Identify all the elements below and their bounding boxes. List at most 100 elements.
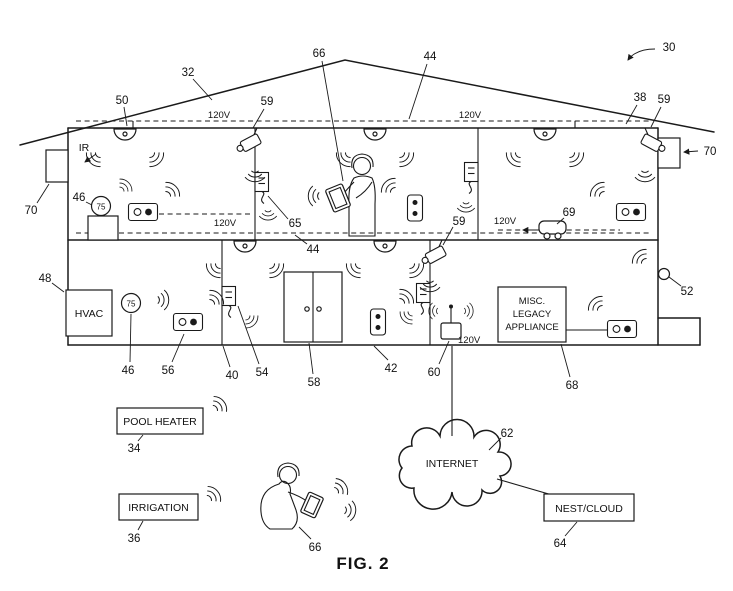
leader-44-upper (408, 63, 428, 120)
person-head (352, 156, 372, 176)
wifi-waves-icon (377, 174, 401, 198)
cloud-icon (398, 418, 512, 510)
ref-label-42: 42 (385, 363, 398, 375)
leader-42 (373, 345, 389, 361)
tablet-icon (325, 183, 351, 213)
wifi-waves-icon (628, 245, 652, 269)
hvac-unit: HVAC (65, 289, 113, 337)
leader-34 (137, 434, 144, 442)
thermostat-dial-icon (120, 292, 142, 314)
ref-label-30: 30 (663, 42, 676, 54)
ref-label-62: 62 (501, 428, 514, 440)
ref-label-64: 64 (554, 538, 567, 550)
ref-label-69: 69 (563, 207, 576, 219)
wifi-waves-icon (456, 202, 476, 213)
wifi-waves-icon (502, 147, 526, 171)
reference-numerals: 30 32 66 44 50 59 38 59 70 70 46 48 52 4… (25, 42, 717, 554)
leader-65 (267, 195, 289, 220)
leader-54 (237, 305, 260, 365)
wifi-waves-icon (394, 147, 418, 171)
ceiling-sensor-icon (373, 240, 397, 253)
voltage-label-room-right: 120V (494, 216, 517, 227)
leader-69 (556, 217, 565, 225)
wifi-waves-icon (396, 307, 417, 328)
ceiling-sensor-icon (363, 128, 387, 141)
wifi-waves-icon (634, 170, 656, 183)
hvac-box (65, 289, 113, 337)
voltage-label-room-left: 120V (214, 218, 237, 229)
ref-label-36: 36 (128, 533, 141, 545)
right-step (657, 317, 701, 346)
thermostat-lower: 75 (120, 292, 142, 314)
smart-plug-icon (172, 312, 204, 332)
wall-module-icon (221, 285, 237, 319)
hvac-label: HVAC (75, 308, 104, 320)
appliance-wheel (543, 232, 551, 240)
cabinet (283, 271, 343, 343)
wall-outlet-icon (406, 194, 424, 222)
nest-cloud: NEST/CLOUD (543, 493, 635, 522)
ref-label-59-c: 59 (453, 216, 466, 228)
nest-cloud-label: NEST/CLOUD (555, 503, 623, 515)
ref-label-48: 48 (39, 273, 52, 285)
wifi-waves-icon (241, 311, 262, 332)
wifi-waves-icon (342, 258, 366, 282)
thermostat-dial-icon (90, 195, 112, 217)
voltage-label-bus-left: 120V (208, 110, 231, 121)
pool-heater-label: POOL HEATER (123, 416, 197, 428)
wifi-waves-icon (258, 210, 278, 221)
ref-label-52: 52 (681, 286, 694, 298)
leader-64 (564, 521, 578, 537)
wireless-signals (82, 147, 656, 522)
ref-label-54: 54 (256, 367, 269, 379)
leader-56 (171, 333, 185, 363)
leader-50 (123, 106, 128, 127)
figure-caption: FIG. 2 (336, 554, 389, 573)
ref-label-50: 50 (116, 95, 129, 107)
leader-40 (222, 345, 231, 368)
wifi-waves-icon (202, 483, 225, 507)
leader-46-lower (129, 313, 132, 363)
ref-label-59-a: 59 (261, 96, 274, 108)
leader-46-upper (85, 201, 93, 206)
wifi-waves-icon (208, 393, 231, 417)
leader-59-c (442, 226, 454, 246)
ref-label-60: 60 (428, 367, 441, 379)
person-hood (351, 153, 374, 169)
ref-label-46-upper: 46 (73, 192, 86, 204)
wifi-waves-icon (394, 285, 418, 309)
irrigation: IRRIGATION (118, 493, 199, 521)
wifi-waves-icon (144, 147, 168, 171)
ref-label-38: 38 (634, 92, 647, 104)
legacy-appliance-label-1: MISC. (519, 296, 545, 307)
thermostat-setpoint: 75 (127, 300, 136, 309)
mobile-appliance-body (538, 220, 567, 235)
text-labels: IR 120V 120V 120V 120V 120V FIG. 2 (79, 110, 517, 573)
ref-label-65: 65 (289, 218, 302, 230)
wifi-waves-icon (157, 289, 170, 311)
leader-58 (308, 342, 314, 375)
ref-label-66-upper: 66 (313, 48, 326, 60)
leader-60 (438, 340, 450, 365)
thermostat-setpoint: 75 (97, 203, 106, 212)
voltage-label-router: 120V (458, 335, 481, 346)
leader-62 (488, 437, 502, 451)
ref-label-44-mid: 44 (307, 244, 320, 256)
ref-label-46-lower: 46 (122, 365, 135, 377)
legacy-appliance-box (497, 286, 567, 343)
ref-label-70-right: 70 (704, 146, 717, 158)
ref-label-68: 68 (566, 380, 579, 392)
leader-lines (36, 48, 699, 540)
leader-59-b (650, 106, 662, 128)
leader-36 (137, 520, 144, 531)
tablet-icon (300, 491, 324, 519)
person-body (348, 175, 376, 237)
wifi-waves-icon (463, 302, 474, 320)
leader-70-left (36, 183, 50, 204)
ref-label-66-lower: 66 (309, 542, 322, 554)
wifi-waves-icon (330, 475, 352, 500)
wall-module-icon (415, 282, 431, 316)
wifi-waves-icon (307, 185, 320, 207)
